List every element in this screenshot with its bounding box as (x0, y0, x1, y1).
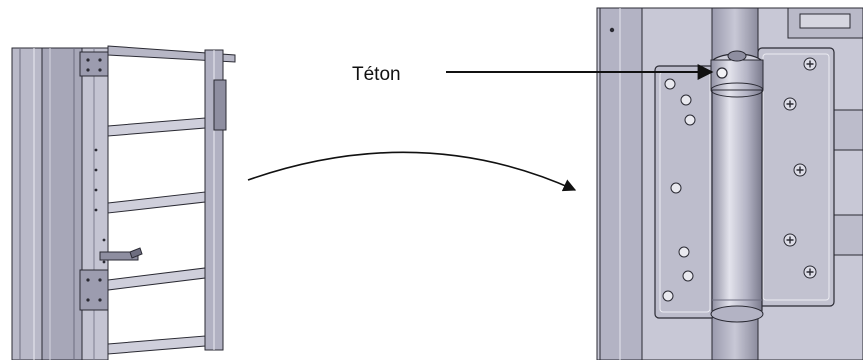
handle-plate (213, 79, 227, 131)
hinge-barrel (711, 63, 763, 317)
frame-post-inner (41, 47, 83, 360)
frame-post-outer (11, 47, 43, 360)
upper-hinge (79, 51, 109, 77)
door-stile (81, 47, 109, 360)
left-leaf-holes (662, 78, 696, 302)
lower-hinge (79, 269, 109, 311)
right-leaf-screws (783, 57, 817, 279)
door-bars (107, 117, 206, 355)
hinge-closeup (596, 7, 863, 360)
teton-label: Téton (352, 64, 401, 85)
zoom-arrow (247, 151, 577, 192)
latch-lever (99, 247, 143, 261)
door-frame-overview (11, 45, 236, 360)
stile-holes (94, 148, 106, 264)
hinge-leaf-right (757, 47, 835, 307)
teton-pin (716, 67, 728, 79)
